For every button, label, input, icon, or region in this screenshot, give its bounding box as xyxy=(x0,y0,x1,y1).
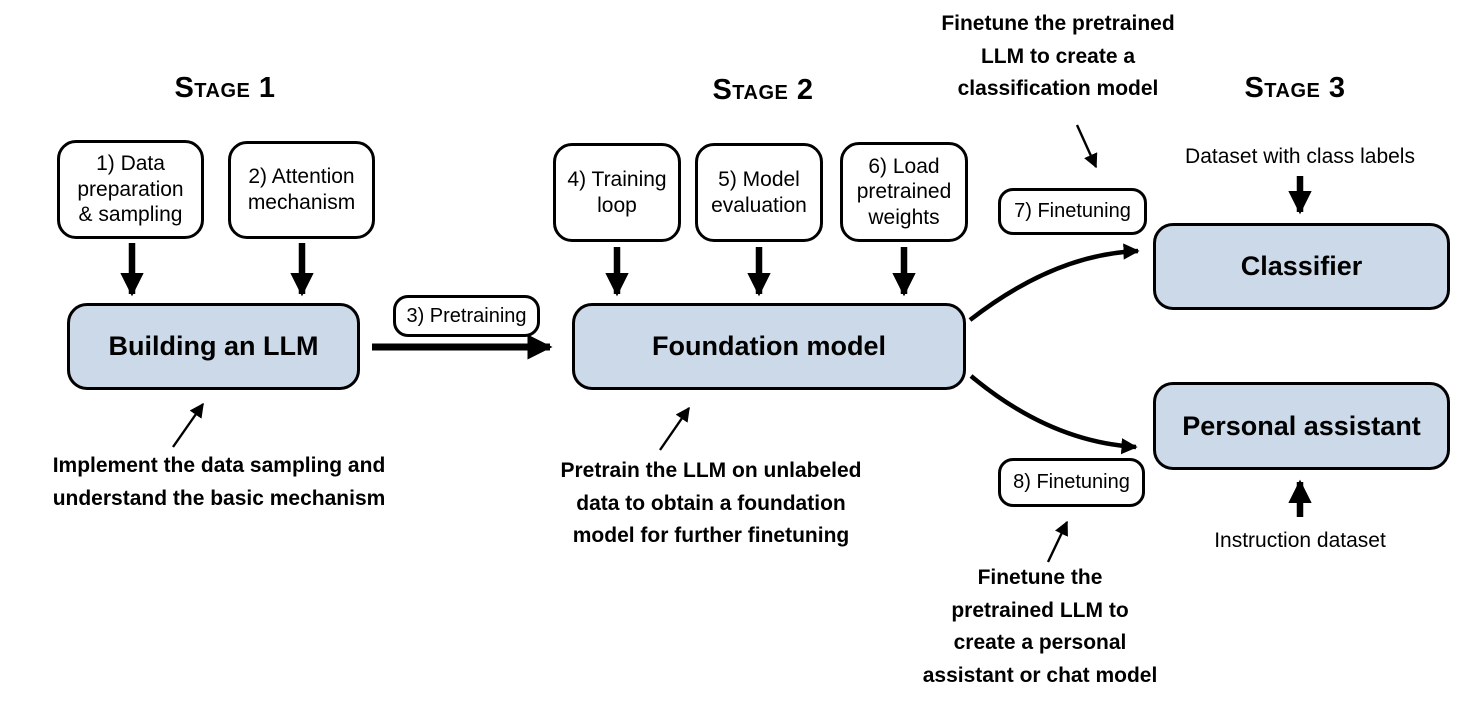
stage-2-title: Stage 2 xyxy=(712,74,814,106)
annotation-stage-2: Pretrain the LLM on unlabeled data to ob… xyxy=(560,459,862,548)
arrow-foundation-to-classifier xyxy=(968,243,1140,322)
arrow-annotation-to-building-llm xyxy=(172,402,204,448)
label-instruction-dataset: Instruction dataset xyxy=(1214,529,1386,552)
pill-finetuning-7: 7) Finetuning xyxy=(998,188,1147,235)
box-building-an-llm: Building an LLM xyxy=(67,303,360,390)
step-box-load-pretrained-weights: 6) Load pretrained weights xyxy=(840,142,968,242)
step-box-model-evaluation: 5) Model evaluation xyxy=(695,143,823,242)
annotation-stage-1: Implement the data sampling and understa… xyxy=(52,454,386,510)
pill-pretraining: 3) Pretraining xyxy=(393,295,540,337)
pill-finetuning-8: 8) Finetuning xyxy=(998,458,1145,507)
box-personal-assistant: Personal assistant xyxy=(1153,382,1450,470)
box-foundation-model: Foundation model xyxy=(572,303,966,390)
stage-3-title: Stage 3 xyxy=(1244,72,1346,104)
arrow-annotation-to-foundation xyxy=(659,406,690,451)
step-box-training-loop: 4) Training loop xyxy=(553,143,681,242)
stage-1-title: Stage 1 xyxy=(174,72,276,104)
label-dataset-with-class-labels: Dataset with class labels xyxy=(1185,145,1415,168)
box-classifier: Classifier xyxy=(1153,223,1450,310)
arrow-foundation-to-personal-assistant xyxy=(969,374,1138,455)
arrow-annotation-to-finetuning-7 xyxy=(1075,124,1098,169)
step-box-attention-mechanism: 2) Attention mechanism xyxy=(228,141,375,239)
annotation-assistant-finetune: Finetune the pretrained LLM to create a … xyxy=(922,566,1158,687)
annotation-classification-finetune: Finetune the pretrained LLM to create a … xyxy=(941,12,1175,101)
step-box-data-preparation: 1) Data preparation & sampling xyxy=(57,140,204,239)
arrow-annotation-to-finetuning-8 xyxy=(1046,520,1069,563)
